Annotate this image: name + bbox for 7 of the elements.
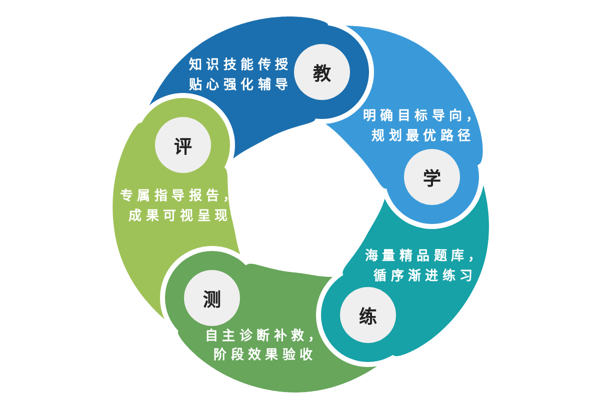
cycle-segment xyxy=(321,185,489,362)
segment-text: 知识技能传授贴心强化辅导 xyxy=(188,56,294,94)
segment-text: 专属指导报告，成果可视呈现 xyxy=(119,188,242,226)
segment-text: 明确目标导向，规划最优路径 xyxy=(362,108,484,146)
segment-text: 海量精品题库，循序渐进练习 xyxy=(364,248,486,286)
segment-text: 自主诊断补救，阶段效果验收 xyxy=(204,328,326,365)
cycle-segment xyxy=(112,98,241,320)
